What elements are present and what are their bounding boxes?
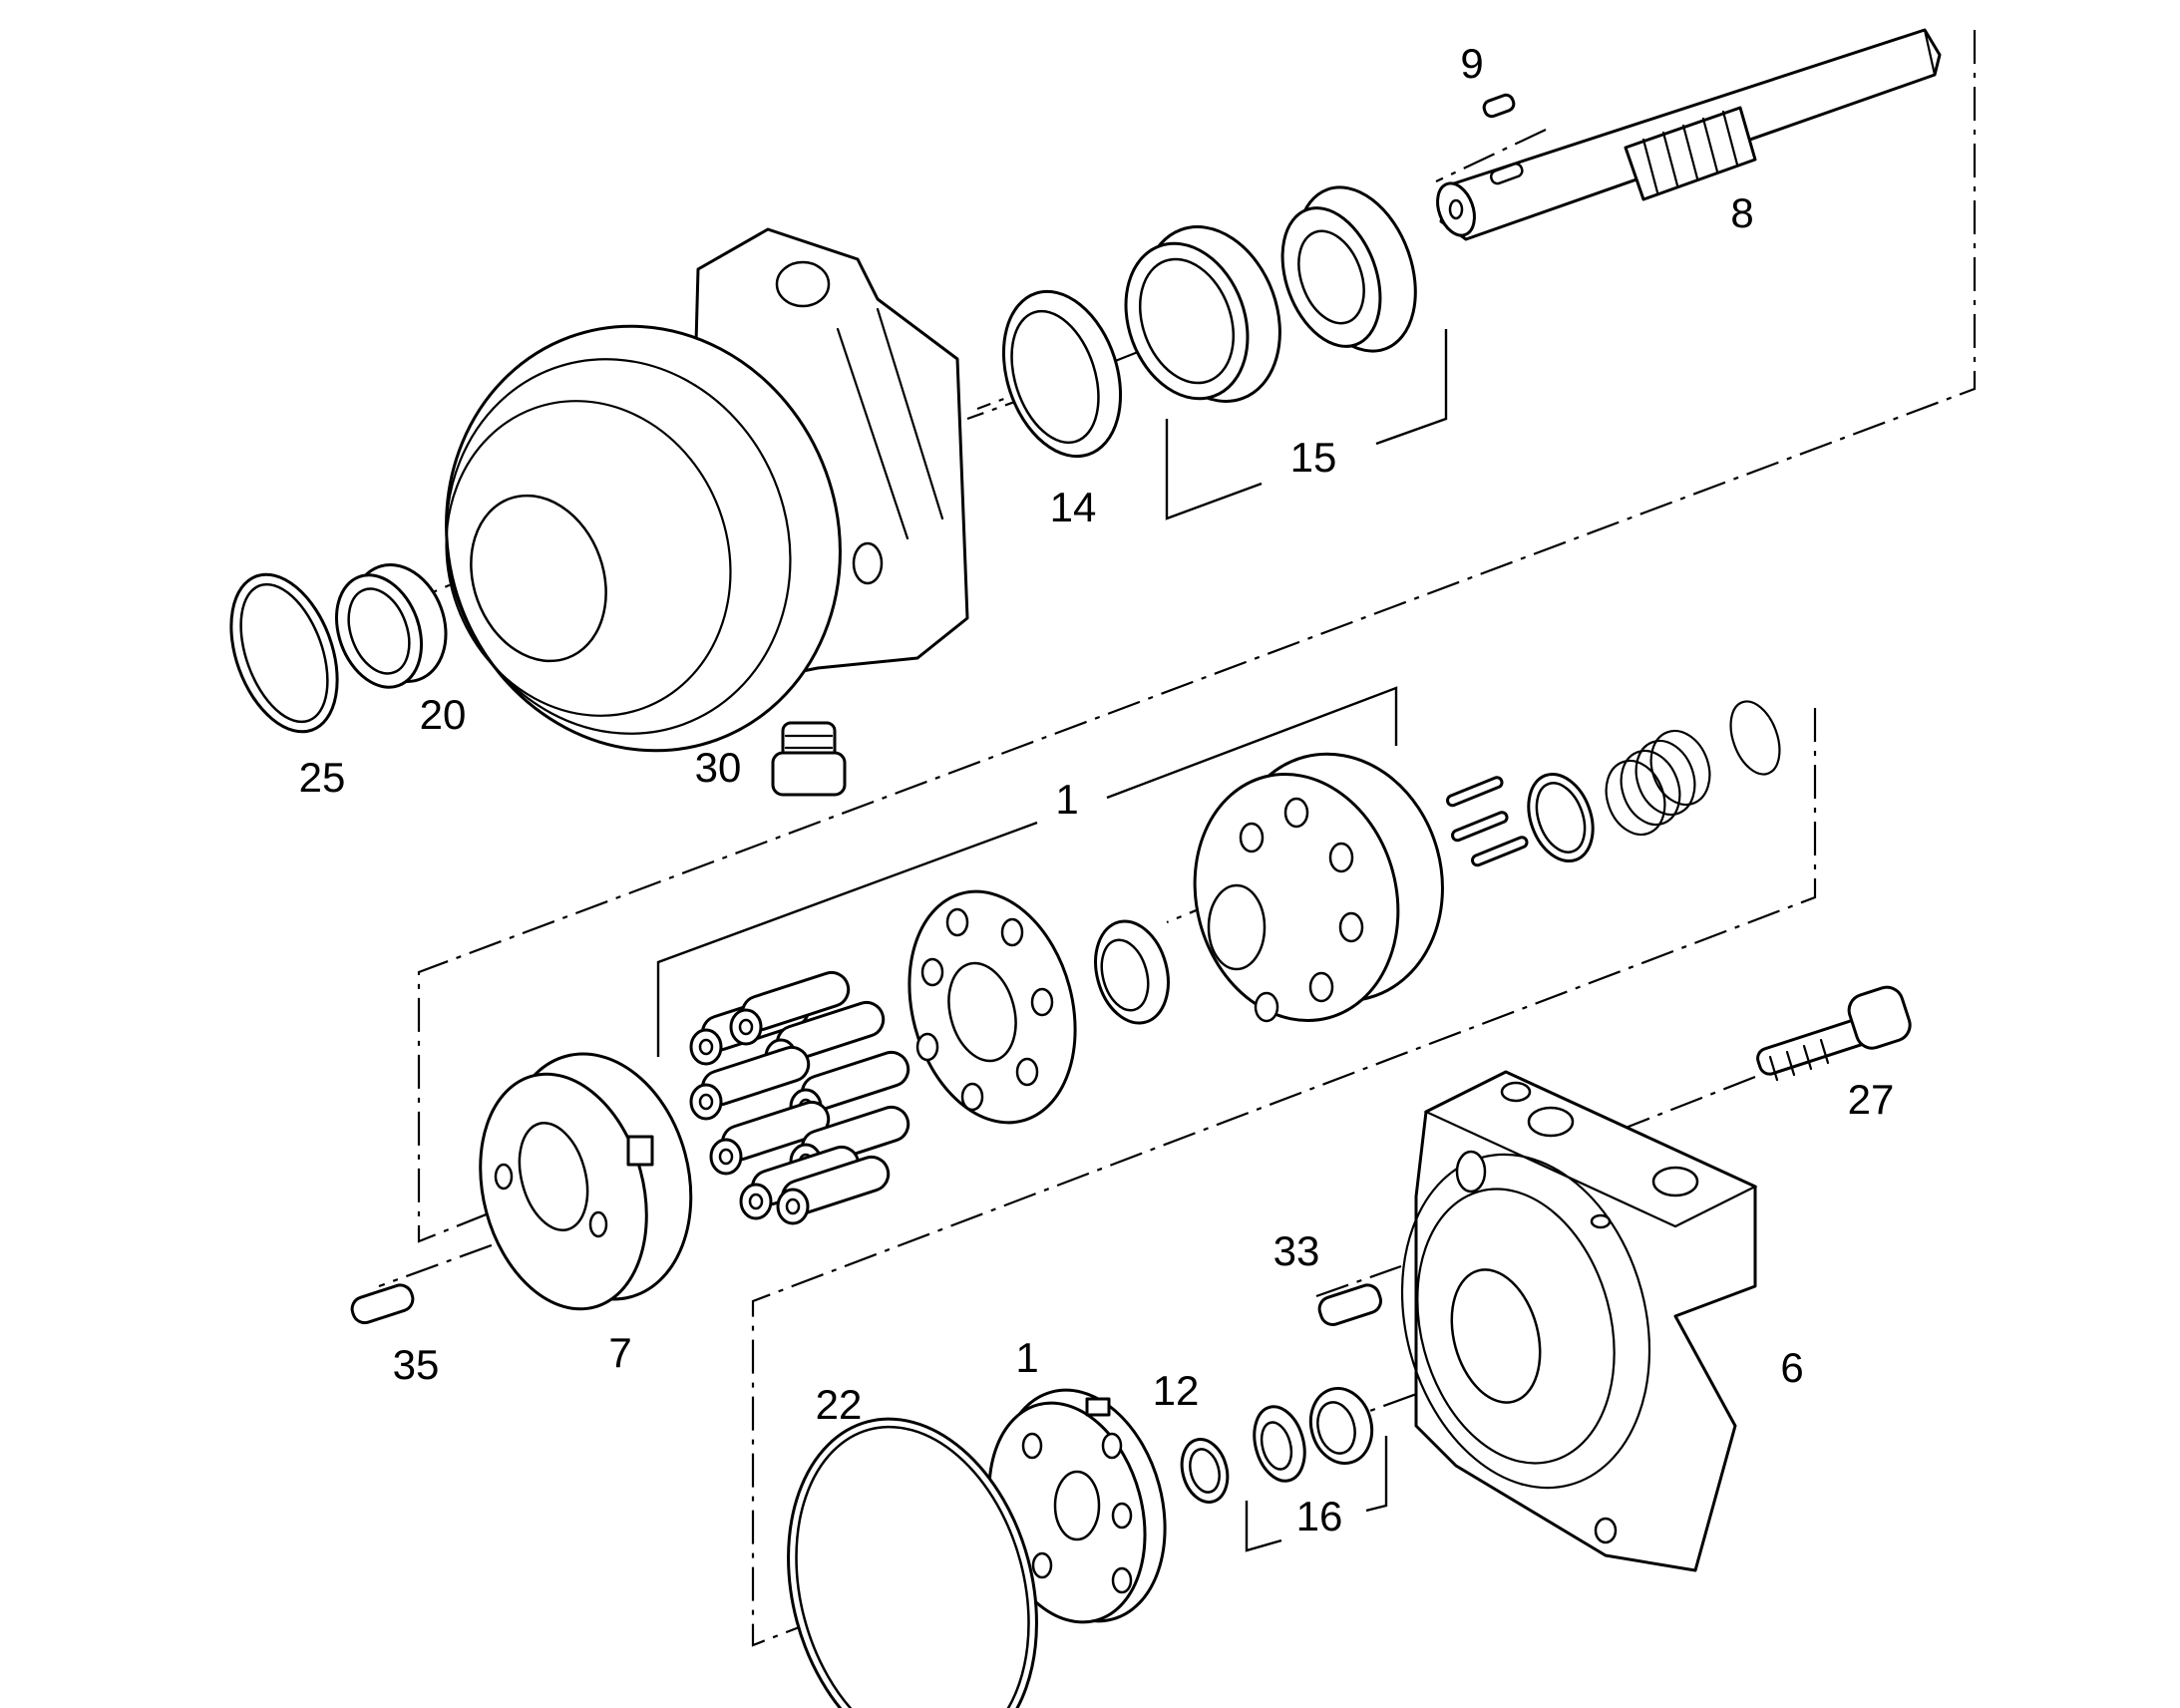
dowel-part-33 [1317,1283,1382,1327]
bracket-15 [1165,329,1448,520]
swash-plate-part-7 [479,1052,693,1311]
pistons [689,970,910,1225]
retainer-plate [908,889,1077,1125]
bearing-part-16 [1253,1386,1374,1483]
callout-12: 12 [1153,1367,1200,1414]
motor-housing [445,227,969,753]
piston [709,1100,831,1176]
plug-part-30 [771,721,847,797]
piston [729,970,851,1046]
piston [689,1045,811,1121]
spring-washer [1527,772,1595,863]
cylinder-block [1193,752,1444,1023]
end-cover-part-6 [1400,1070,1758,1572]
bracket-16 [1245,1436,1388,1552]
bracket-1-upper [656,686,1398,1057]
callout-9: 9 [1460,40,1483,87]
callout-16: 16 [1296,1493,1343,1539]
o-ring-part-22 [787,1417,1038,1708]
callout-30: 30 [695,744,742,791]
pins [1446,776,1529,867]
callout-7: 7 [608,1329,631,1376]
bearing-part-15 [1124,185,1417,403]
snap-ring [1729,700,1781,776]
callout-14: 14 [1050,484,1097,530]
callout-33: 33 [1273,1227,1320,1274]
callout-1-lower: 1 [1015,1334,1038,1381]
shaft-part-8 [1436,28,1942,241]
seal-ring-part-14 [1001,289,1123,459]
piston [739,1145,861,1220]
callout-25: 25 [299,754,346,801]
callout-8: 8 [1730,189,1753,236]
needle-bearing [1094,919,1170,1025]
shim-part-12 [1180,1438,1230,1504]
callout-35: 35 [393,1341,440,1388]
screw-part-27 [1756,985,1912,1082]
callout-20: 20 [420,691,467,738]
callout-22: 22 [816,1381,863,1428]
retaining-ring-part-25 [229,572,339,734]
callout-15: 15 [1290,434,1337,481]
piston [776,1155,891,1225]
callout-1-upper: 1 [1055,776,1078,823]
callout-27: 27 [1848,1076,1895,1123]
dowel-pin-part-35 [350,1283,415,1325]
spring [1605,729,1711,837]
key-part-9 [1482,93,1516,119]
callout-labels: 1 1 6 7 8 9 12 14 15 16 20 22 25 27 30 3… [299,40,1895,1539]
callout-6: 6 [1780,1344,1803,1391]
bushing-part-20 [334,563,448,689]
